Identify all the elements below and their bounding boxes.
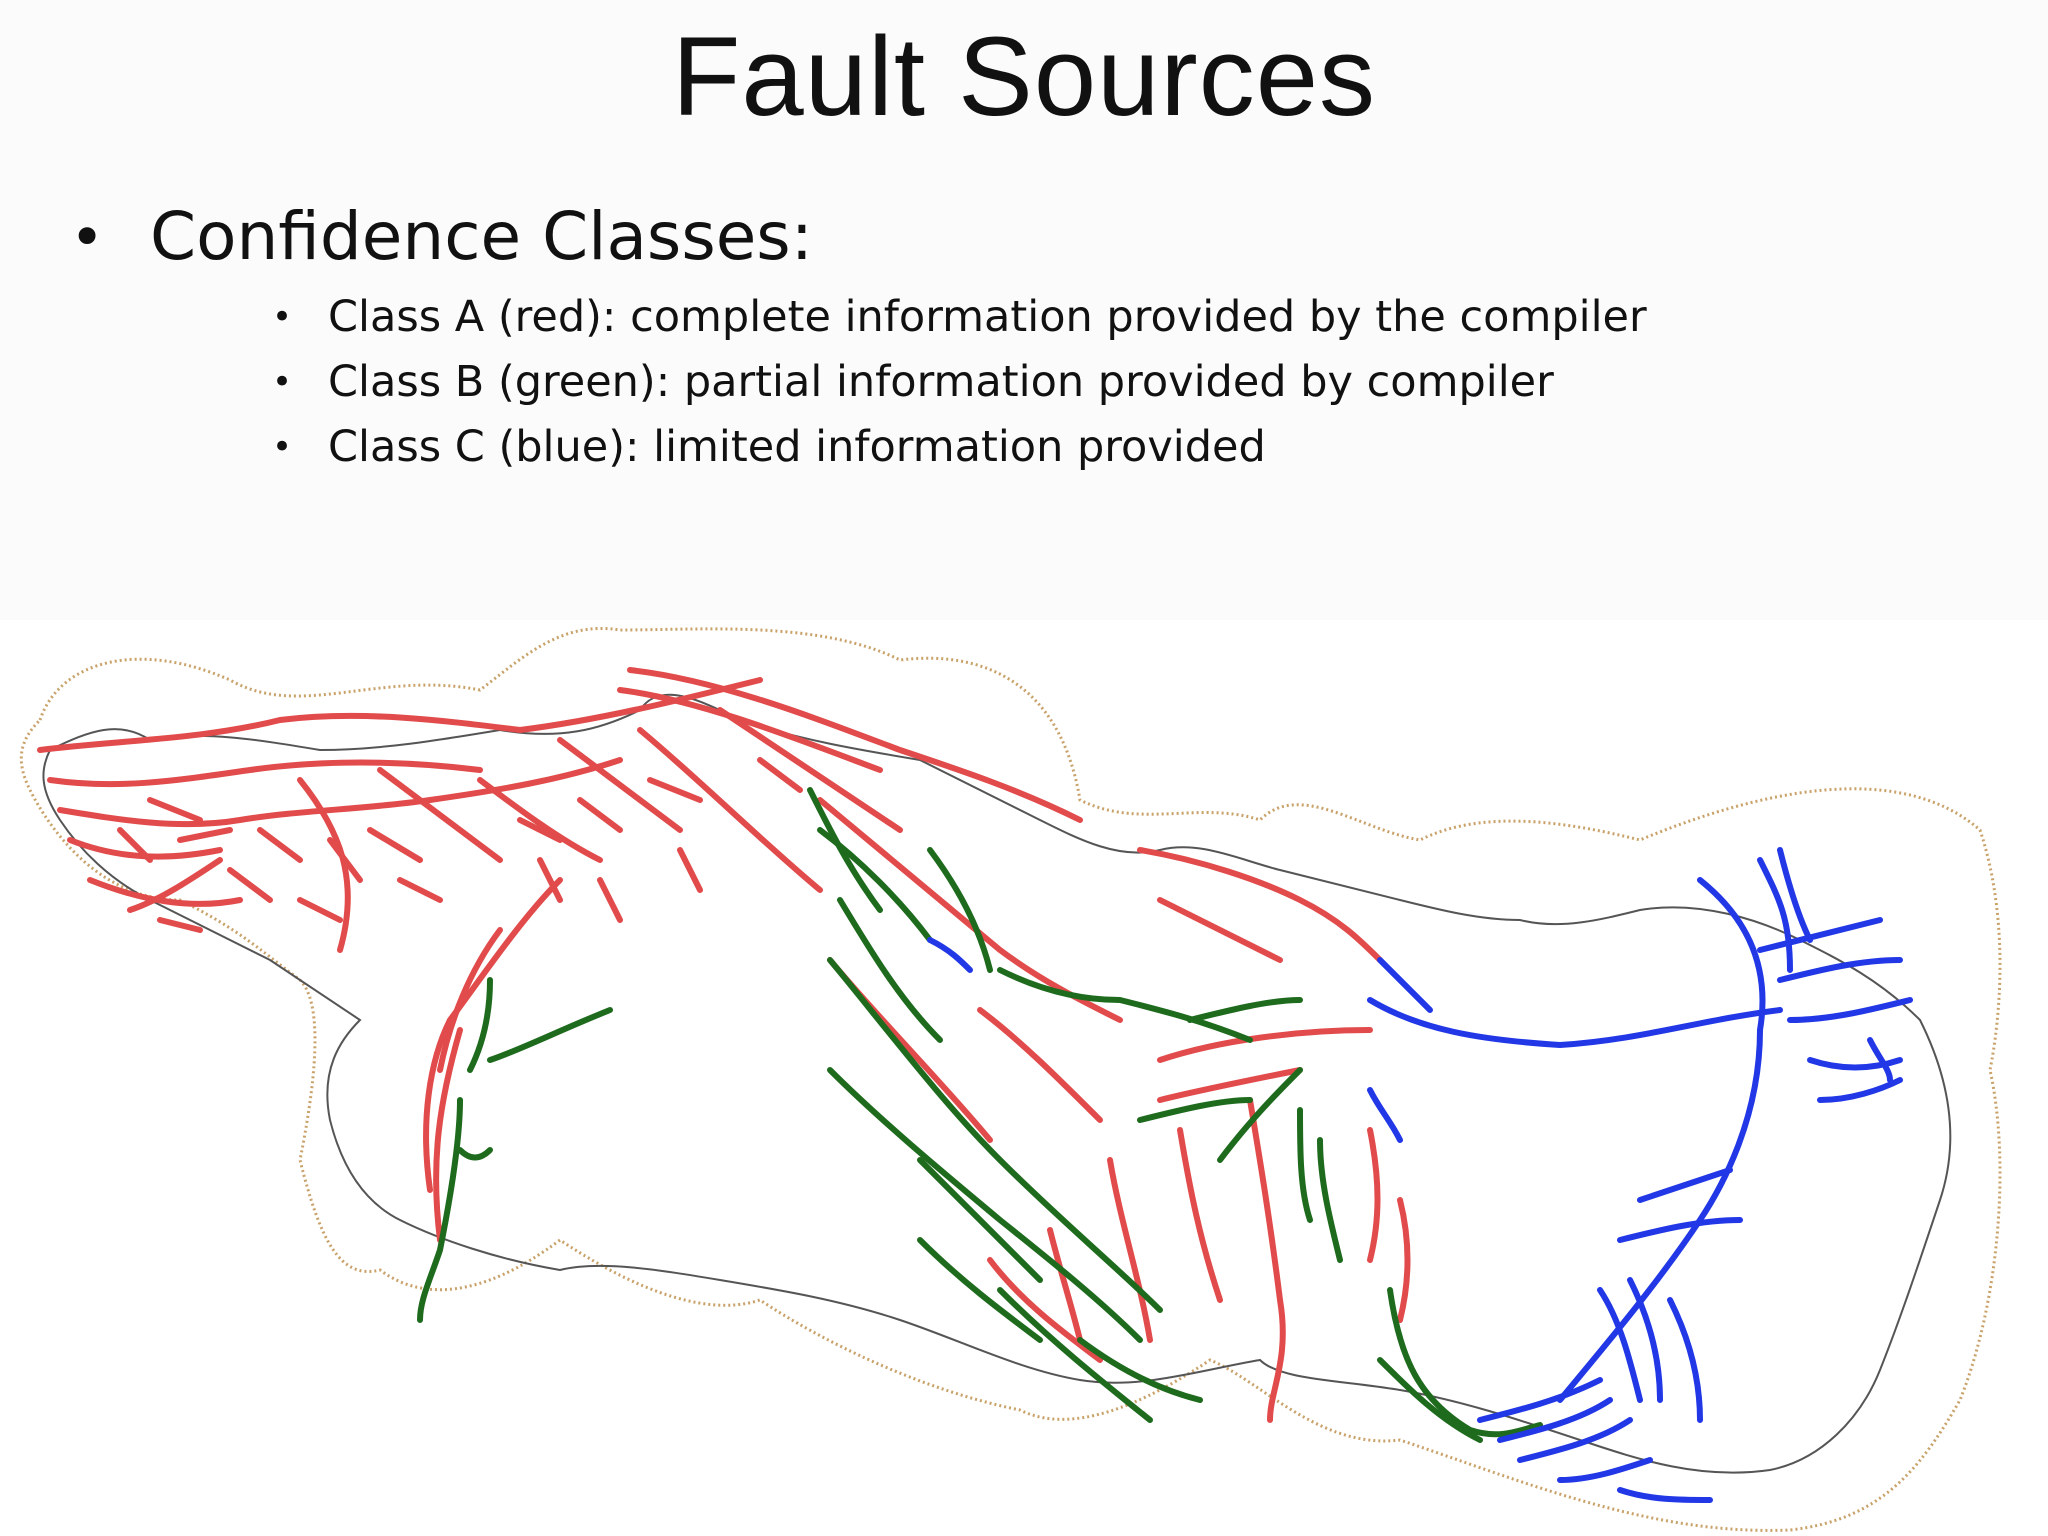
class-b-fault — [1187, 997, 1303, 1023]
class-b-fault — [1077, 1337, 1203, 1403]
class-b-fault — [487, 1007, 613, 1063]
class-b-fault — [997, 967, 1253, 1043]
class-c-fault — [1517, 1417, 1633, 1463]
class-c-fault — [1617, 1217, 1743, 1243]
class-c-faults — [927, 847, 1913, 1503]
class-b-fault — [417, 977, 493, 1323]
class-c-fault — [1377, 957, 1433, 1013]
sub-bullet-label: Class A (red): complete information prov… — [328, 292, 1647, 342]
class-b-fault — [1137, 1097, 1253, 1123]
class-c-fault — [1757, 917, 1883, 953]
class-a-fault — [127, 857, 223, 913]
class-a-fault — [377, 767, 503, 863]
class-b-fault — [1297, 1107, 1313, 1223]
class-b-fault — [1387, 1287, 1543, 1438]
class-b-fault — [1217, 1067, 1303, 1163]
class-a-fault — [37, 677, 763, 753]
class-a-fault — [47, 759, 483, 788]
class-a-fault — [1157, 1067, 1303, 1103]
class-a-fault — [1397, 1197, 1411, 1323]
class-b-fault — [917, 1237, 1043, 1343]
class-a-fault — [477, 777, 603, 863]
class-a-fault — [987, 1257, 1103, 1363]
class-a-fault — [1047, 1227, 1083, 1343]
class-a-fault — [1177, 1127, 1223, 1303]
class-a-fault — [87, 877, 243, 907]
class-b-fault — [1317, 1137, 1343, 1263]
class-c-fault — [1637, 1167, 1733, 1203]
class-c-fault — [1367, 997, 1783, 1049]
class-b-fault — [837, 897, 943, 1043]
class-a-fault — [1157, 1027, 1373, 1063]
class-a-fault — [433, 1027, 463, 1243]
class-b-fault — [917, 1157, 1043, 1283]
class-a-fault — [297, 777, 351, 953]
class-b-faults — [417, 787, 1543, 1443]
class-a-fault — [617, 687, 883, 773]
main-bullet-label: Confidence Classes: — [150, 198, 813, 275]
buffer-outline — [19, 627, 2002, 1532]
class-a-fault — [717, 707, 903, 833]
sub-bullet-class-c: • Class C (blue): limited information pr… — [272, 422, 1266, 472]
class-c-fault — [1367, 1087, 1403, 1143]
slide-title: Fault Sources — [672, 14, 1376, 139]
class-a-fault — [437, 927, 503, 1073]
main-bullet: • Confidence Classes: — [70, 198, 813, 275]
class-c-fault — [1617, 1487, 1713, 1503]
class-c-fault — [1497, 1397, 1613, 1443]
bullet-dot: • — [70, 202, 105, 271]
class-c-fault — [1867, 1037, 1893, 1083]
class-a-fault — [423, 877, 563, 1193]
class-c-fault — [1787, 997, 1913, 1023]
class-a-fault — [557, 737, 683, 833]
class-a-fault — [1247, 1097, 1286, 1423]
fault-map — [19, 627, 2002, 1532]
class-a-fault — [977, 1007, 1103, 1123]
class-c-fault — [1597, 1287, 1643, 1403]
class-c-fault — [1807, 1057, 1903, 1071]
class-c-fault — [1757, 857, 1793, 973]
bullet-dot: • — [272, 297, 293, 337]
class-b-fault — [827, 1067, 1143, 1343]
class-b-fault — [817, 827, 933, 943]
sub-bullet-class-a: • Class A (red): complete information pr… — [272, 292, 1647, 342]
class-c-fault — [1477, 1377, 1603, 1423]
sub-bullet-class-b: • Class B (green): partial information p… — [272, 357, 1554, 407]
bullet-dot: • — [272, 362, 293, 402]
class-b-fault — [997, 1287, 1153, 1423]
class-b-fault — [827, 957, 1163, 1313]
class-c-fault — [1667, 1297, 1703, 1423]
class-c-fault — [1817, 1077, 1903, 1103]
sub-bullet-label: Class B (green): partial information pro… — [328, 357, 1554, 407]
class-a-fault — [637, 727, 823, 893]
class-c-fault — [1777, 847, 1813, 943]
class-a-fault — [627, 667, 1083, 823]
class-b-fault — [1377, 1357, 1483, 1443]
class-a-fault — [57, 757, 623, 828]
class-a-fault — [1107, 1157, 1153, 1343]
header-band — [0, 0, 2048, 620]
bullet-dot: • — [272, 427, 293, 467]
class-a-fault — [1157, 897, 1283, 963]
class-b-fault — [927, 847, 993, 973]
class-a-fault — [1137, 847, 1383, 963]
class-a-fault — [1367, 1127, 1381, 1263]
class-c-fault — [1777, 957, 1903, 983]
class-c-fault — [1557, 877, 1766, 1403]
class-c-fault — [1557, 1457, 1653, 1483]
class-a-faults — [37, 667, 1411, 1423]
class-a-fault — [117, 757, 803, 933]
class-c-fault — [927, 937, 973, 973]
class-c-fault — [1627, 1277, 1663, 1403]
sub-bullet-label: Class C (blue): limited information prov… — [328, 422, 1266, 472]
